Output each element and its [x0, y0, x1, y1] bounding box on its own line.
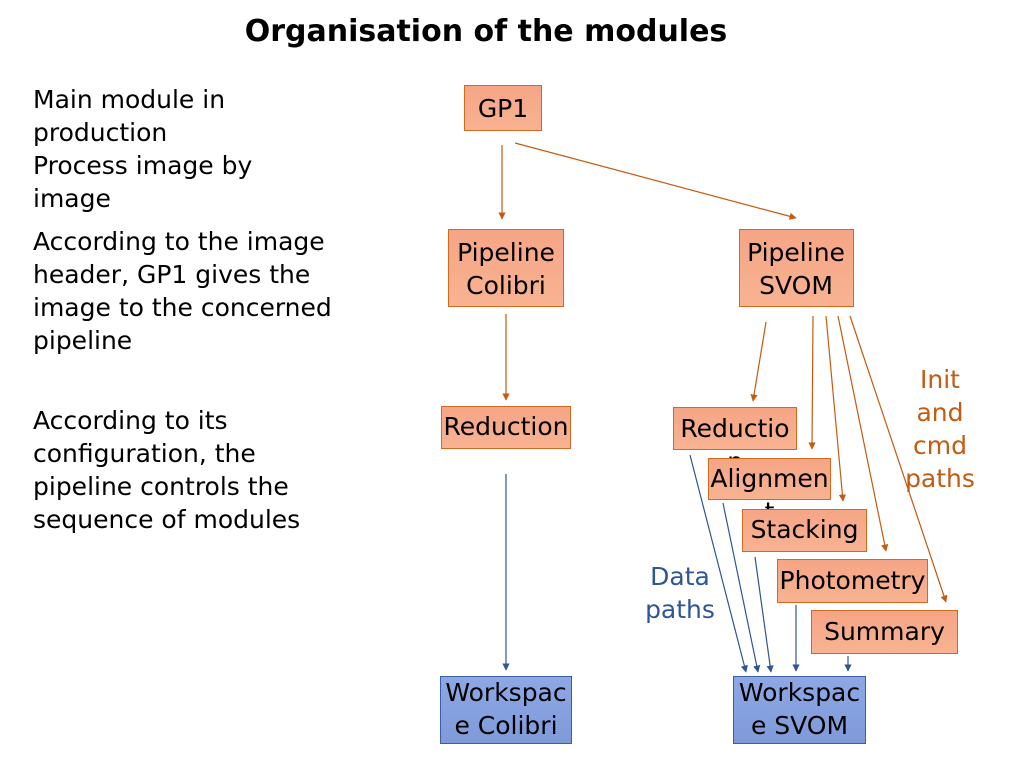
pipeline-svom-box [739, 229, 854, 307]
workspace-colibri-box [440, 676, 572, 744]
data-arrow-alignment-to-workspace-svom [722, 502, 761, 673]
reduction-svom-box [673, 407, 797, 450]
pipeline-colibri-box [448, 229, 564, 307]
main-module-description: Main module in production Process image … [33, 85, 253, 213]
init-cmd-paths-annotation: Init and cmd paths [905, 365, 975, 493]
workspace-svom-box [733, 676, 866, 744]
pipeline-config-description: According to its configuration, the pipe… [33, 406, 301, 534]
summary-label: Summary [824, 617, 945, 646]
gp1-box [464, 85, 542, 131]
workspace-svom-label: Workspace SVOM [738, 678, 861, 740]
gp1-routing-description: According to the image header, GP1 gives… [33, 227, 332, 355]
pipeline-svom-label: Pipeline SVOM [747, 238, 845, 300]
summary-box [811, 610, 958, 654]
arrow-pipeline-svom-to-summary [849, 315, 948, 603]
arrow-pipeline-svom-to-stacking [825, 315, 846, 502]
arrow-pipeline-svom-to-photometry [837, 315, 889, 552]
arrow-pipeline-svom-to-alignment [808, 315, 816, 450]
reduction-colibri-label: Reduction [443, 412, 569, 441]
gp1-label: GP1 [477, 94, 529, 123]
data-arrow-reduction-to-workspace-svom [689, 454, 748, 673]
arrow-gp1-to-pipeline-svom [514, 142, 797, 220]
data-paths-annotation: Data paths [645, 562, 715, 624]
data-arrow-stacking-to-workspace-svom [754, 556, 774, 673]
stacking-box [742, 509, 867, 552]
pipeline-colibri-label: Pipeline Colibri [457, 238, 555, 300]
workspace-colibri-label: Workspace Colibri [445, 678, 567, 740]
diagram-title: Organisation of the modules [244, 14, 728, 49]
arrow-pipeline-svom-to-reduction [750, 321, 767, 402]
alignment-box [708, 458, 831, 500]
stacking-label: Stacking [750, 515, 859, 544]
reduction-colibri-box [441, 406, 571, 449]
photometry-label: Photometry [779, 566, 926, 595]
photometry-box [777, 559, 928, 603]
